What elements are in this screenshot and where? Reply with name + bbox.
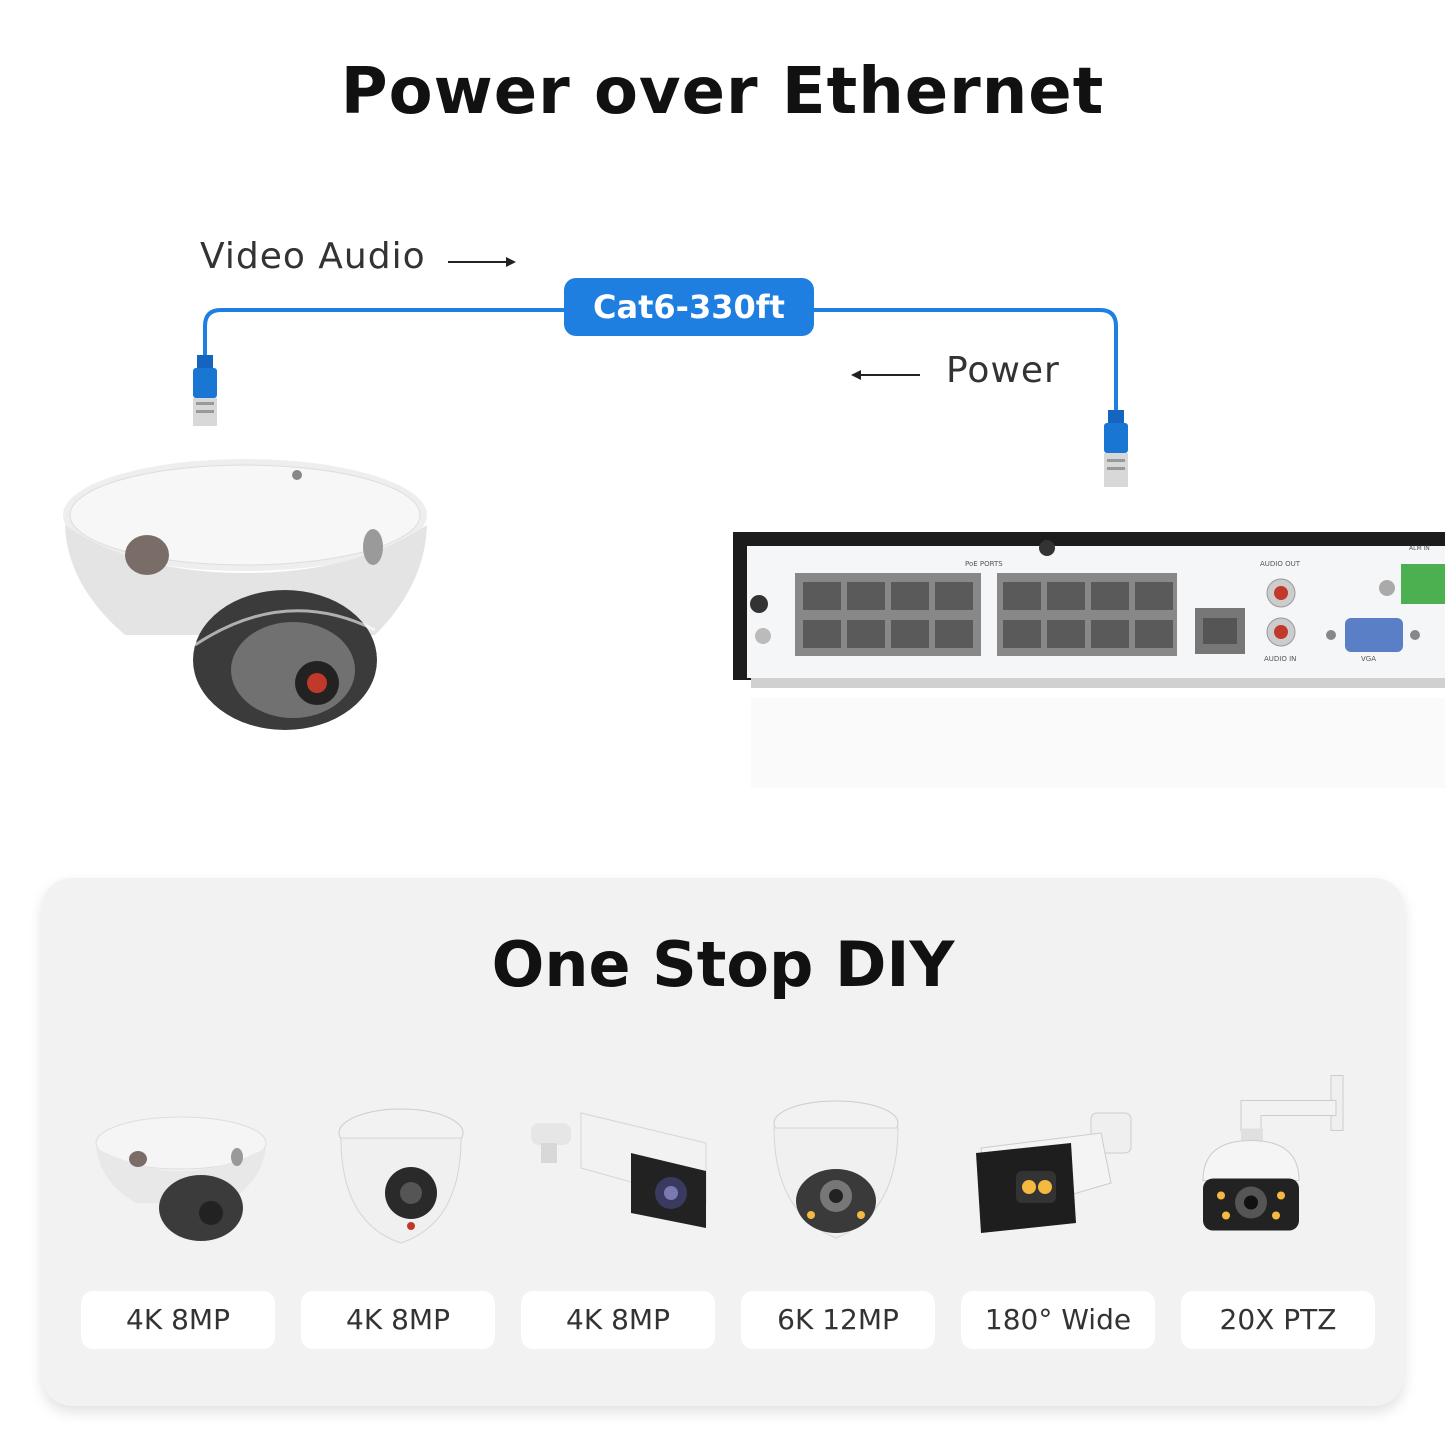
camera-label: 4K 8MP [81, 1291, 275, 1349]
audio-out-label: AUDIO OUT [1260, 560, 1301, 568]
camera-card: 6K 12MP [741, 1093, 935, 1353]
power-label: Power [946, 350, 1060, 391]
camera-label: 4K 8MP [301, 1291, 495, 1349]
camera-card: 180° Wide [961, 1093, 1155, 1353]
alarm-in-label: ALM IN [1409, 545, 1430, 552]
right-arrow-icon [448, 257, 516, 267]
camera-card: 4K 8MP [301, 1093, 495, 1353]
ptz-camera-icon [1202, 1075, 1344, 1231]
camera-label: 4K 8MP [521, 1291, 715, 1349]
camera-label: 180° Wide [961, 1291, 1155, 1349]
mini-dome-camera-icon [95, 1116, 267, 1241]
video-audio-label: Video Audio [200, 236, 426, 277]
camera-card: 4K 8MP [521, 1093, 715, 1353]
camera-lineup-panel: One Stop DIY 4K 8MP 4K 8MP [42, 878, 1404, 1406]
left-arrow-icon [851, 370, 920, 380]
poe-ports-label: PoE PORTS [965, 560, 1003, 568]
bullet-camera-icon [531, 1112, 707, 1228]
camera-card: 4K 8MP [81, 1093, 275, 1353]
turret-camera-icon [338, 1108, 464, 1244]
cable-length-badge: Cat6-330ft [564, 278, 814, 336]
camera-card: 20X PTZ [1181, 1075, 1375, 1353]
camera-label: 6K 12MP [741, 1291, 935, 1349]
turret-color-camera-icon [773, 1100, 899, 1239]
cable-diagram [193, 257, 1128, 487]
page-title: Power over Ethernet [340, 55, 1105, 129]
rj45-connector-icon [1104, 410, 1128, 487]
vga-label: VGA [1361, 655, 1376, 663]
camera-label: 20X PTZ [1181, 1291, 1375, 1349]
rj45-connector-icon [193, 355, 217, 426]
dual-lens-bullet-camera-icon [976, 1112, 1132, 1233]
dome-camera-icon [63, 459, 427, 730]
lineup-title: One Stop DIY [491, 928, 955, 1001]
nvr-recorder: PoE PORTS AUDIO OUT AUDIO IN VGA ALM IN [733, 532, 1445, 788]
audio-in-label: AUDIO IN [1264, 655, 1296, 663]
